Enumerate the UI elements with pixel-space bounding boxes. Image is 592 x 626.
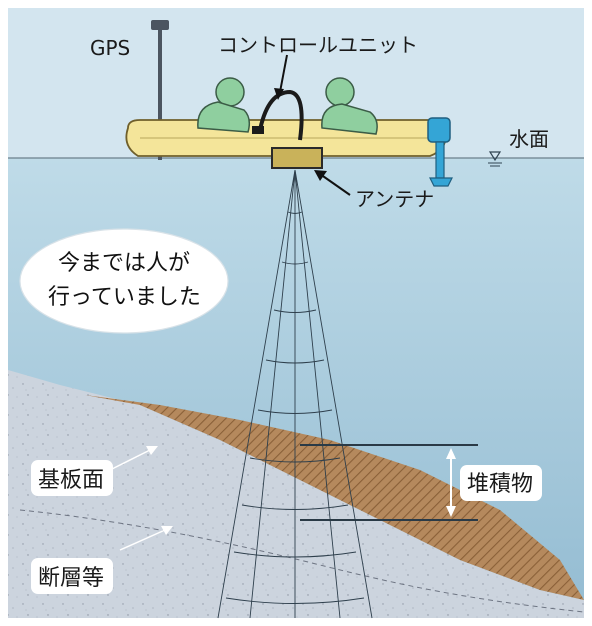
bubble-text-line2: 行っていました <box>48 285 201 310</box>
sediment-label: 堆積物 <box>467 472 533 497</box>
gps-label: GPS <box>90 36 130 60</box>
control-unit-arrow <box>274 54 288 100</box>
basement-arrow <box>109 446 158 471</box>
control-unit-cable <box>258 89 304 141</box>
fault-arrow <box>119 526 173 551</box>
fault-line <box>19 509 585 613</box>
fault-label-box <box>31 558 113 594</box>
speech-bubble <box>19 228 229 334</box>
basement-label: 基板面 <box>38 468 104 493</box>
antenna-box <box>271 147 323 169</box>
sediment-thickness-arrow <box>446 448 456 517</box>
fault-label: 断層等 <box>38 566 104 591</box>
sediment-layer <box>85 395 584 600</box>
control-unit-label: コントロールユニット <box>218 33 418 57</box>
water-surface-label: 水面 <box>509 127 549 151</box>
antenna-arrow <box>314 170 351 196</box>
water-surface-triangle-icon <box>488 151 502 167</box>
basement-label-box <box>31 460 113 496</box>
operator-right-figure <box>321 77 378 135</box>
control-unit-device <box>252 126 264 134</box>
antenna-label: アンテナ <box>355 187 434 211</box>
outboard-motor-icon <box>427 117 453 187</box>
operator-left-figure <box>197 77 251 133</box>
seabed-basement <box>8 370 584 618</box>
sonar-beam <box>217 169 373 619</box>
sediment-label-box <box>460 465 542 501</box>
bubble-text-line1: 今までは人が <box>58 251 190 276</box>
